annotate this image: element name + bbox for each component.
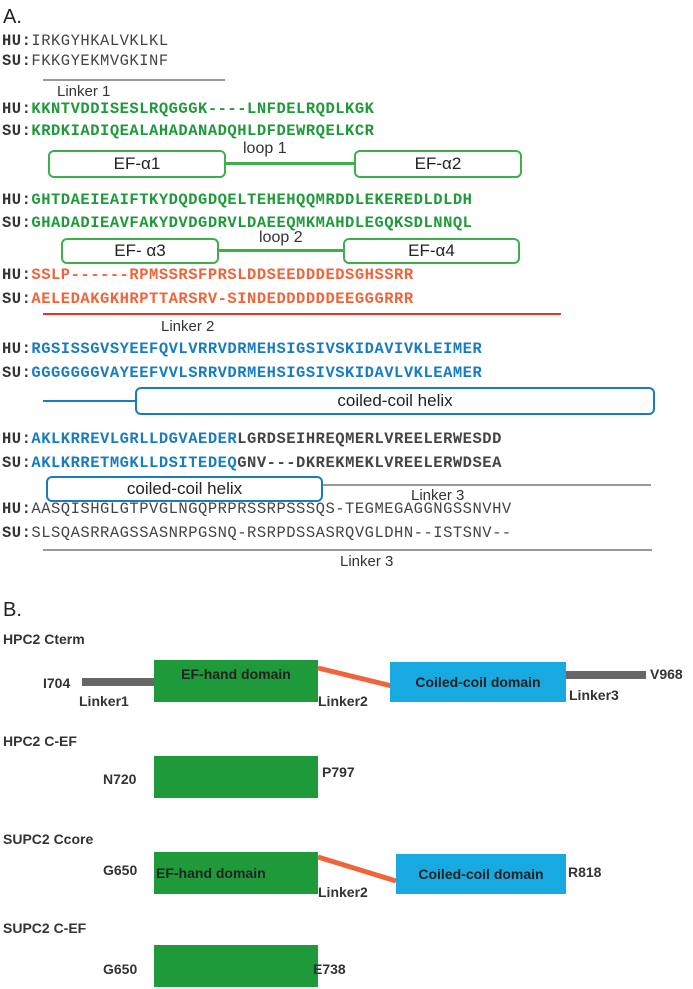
loop2-label: loop 2 [259, 229, 303, 246]
loop2-line [219, 249, 343, 252]
construct-start-label: G650 [103, 862, 138, 878]
seq-row-5-hu: HU:RGSISSGVSYEEFQVLVRRVDRMEHSIGSIVSKIDAV… [2, 340, 482, 358]
seq-text: KRDKIADIQEALAHADANADQHLDFDEWRQELKCR [31, 122, 375, 140]
seq-text: FKKGYEKMVGKINF [31, 52, 169, 70]
linker2-label: Linker 2 [161, 318, 215, 335]
ef-hand-domain: EF-hand domain [154, 660, 318, 702]
seq-text: AASQISHGLGTPVGLNGQPRPRSSRPSSSQS-TEGMEGAG… [31, 500, 512, 518]
coiled-coil-domain: Coiled-coil domain [396, 854, 566, 894]
linker1-bar-label: Linker1 [79, 693, 129, 709]
linker3-line-b [43, 549, 652, 551]
hu-tag: HU: [2, 500, 32, 518]
coiled-coil-domain: Coiled-coil domain [390, 662, 566, 702]
seq-row-7-hu: HU:AASQISHGLGTPVGLNGQPRPRSSRPSSSQS-TEGME… [2, 500, 512, 518]
seq-row-4-hu: HU:SSLP------RPMSSRSFPRSLDDSEEDDDEDSGHSS… [2, 266, 414, 284]
construct-title-hpc2-c-ef: HPC2 C-EF [3, 733, 77, 749]
hu-tag: HU: [2, 191, 32, 209]
ef-hand-domain [154, 945, 318, 987]
seq-text: GGGGGGGVAYEEFVVLSRRVDRMEHSIGSIVSKIDAVLVK… [31, 364, 483, 382]
seq-text-gray: GNV---DKREKMEKLVREELERWDSEA [237, 454, 502, 472]
seq-text: SSLP------RPMSSRSFPRSLDDSEEDDDEDSGHSSRR [31, 266, 414, 284]
linker3-label-a: Linker 3 [411, 487, 465, 504]
su-tag: SU: [2, 52, 32, 70]
ef-hand-domain-label: EF-hand domain [156, 865, 266, 881]
linker2-bar-label: Linker2 [318, 693, 368, 709]
construct-end-label: P797 [322, 764, 355, 780]
linker2-connector [317, 665, 393, 689]
seq-row-2-hu: HU:KKNTVDDISESLRQGGGK----LNFDELRQDLKGK [2, 100, 374, 118]
seq-text: AELEDAKGKHRPTTARSRV-SINDEDDDDDDEEGGGRRR [31, 290, 414, 308]
coiled-helix-box-2: coiled-coil helix [46, 476, 323, 502]
seq-text: GHADADIEAVFAKYDVDGDRVLDAEEQMKMAHDLEGQKSD… [31, 214, 473, 232]
linker3-bar [566, 671, 646, 679]
seq-row-5-su: SU:GGGGGGGVAYEEFVVLSRRVDRMEHSIGSIVSKIDAV… [2, 364, 482, 382]
coiled-coil-domain-label: Coiled-coil domain [418, 866, 544, 882]
ef-a2-box: EF-α2 [354, 150, 522, 178]
hu-tag: HU: [2, 430, 32, 448]
linker3-line-a [323, 484, 651, 486]
linker1-label: Linker 1 [57, 83, 111, 100]
loop1-line [226, 162, 354, 165]
coiled-coil-domain-label: Coiled-coil domain [415, 674, 541, 690]
su-tag: SU: [2, 122, 32, 140]
ef-hand-domain [154, 756, 318, 798]
seq-row-4-su: SU:AELEDAKGKHRPTTARSRV-SINDEDDDDDDEEGGGR… [2, 290, 414, 308]
seq-row-3-su: SU:GHADADIEAVFAKYDVDGDRVLDAEEQMKMAHDLEGQ… [2, 214, 472, 232]
seq-text: SLSQASRRAGSSASNRPGSNQ-RSRPDSSASRQVGLDHN-… [31, 524, 512, 542]
linker1-bar [82, 678, 154, 686]
construct-title-supc2-ccore: SUPC2 Ccore [3, 831, 94, 847]
linker1-line [43, 79, 225, 81]
ef-a3-box: EF- α3 [61, 238, 219, 264]
linker2-bar-label: Linker2 [318, 884, 368, 900]
linker3-bar-label: Linker3 [569, 687, 619, 703]
construct-title-hpc2-cterm: HPC2 Cterm [3, 631, 85, 647]
seq-text: GHTDAEIEAIFTKYDQDGDQELTEHEHQQMRDDLEKERED… [31, 191, 473, 209]
panel-a-label: A. [3, 6, 22, 28]
su-tag: SU: [2, 364, 32, 382]
coiled-helix-box-1: coiled-coil helix [135, 387, 655, 415]
construct-end-label: V968 [650, 666, 683, 682]
construct-start-label: G650 [103, 961, 138, 977]
su-tag: SU: [2, 454, 32, 472]
seq-row-7-su: SU:SLSQASRRAGSSASNRPGSNQ-RSRPDSSASRQVGLD… [2, 524, 512, 542]
seq-row-2-su: SU:KRDKIADIQEALAHADANADQHLDFDEWRQELKCR [2, 122, 374, 140]
seq-row-1-su: SU:FKKGYEKMVGKINF [2, 52, 169, 70]
linker2-line [43, 313, 561, 315]
hu-tag: HU: [2, 340, 32, 358]
hu-tag: HU: [2, 32, 32, 50]
seq-row-6-su: SU:AKLKRRETMGKLLDSITEDEQGNV---DKREKMEKLV… [2, 454, 502, 472]
coiled-pre-line [43, 400, 135, 402]
seq-row-3-hu: HU:GHTDAEIEAIFTKYDQDGDQELTEHEHQQMRDDLEKE… [2, 191, 472, 209]
hu-tag: HU: [2, 266, 32, 284]
construct-title-supc2-c-ef: SUPC2 C-EF [3, 920, 87, 936]
seq-row-1-hu: HU:IRKGYHKALVKLKL [2, 32, 169, 50]
ef-hand-domain-label: EF-hand domain [181, 666, 291, 682]
su-tag: SU: [2, 290, 32, 308]
linker3-label-b: Linker 3 [340, 553, 394, 570]
ef-a4-box: EF-α4 [343, 238, 520, 264]
construct-start-label: N720 [103, 771, 137, 787]
seq-text: IRKGYHKALVKLKL [31, 32, 169, 50]
construct-end-label: E738 [313, 961, 346, 977]
loop1-label: loop 1 [243, 140, 287, 157]
seq-text: RGSISSGVSYEEFQVLVRRVDRMEHSIGSIVSKIDAVIVK… [31, 340, 483, 358]
ef-hand-domain: EF-hand domain [154, 852, 318, 894]
su-tag: SU: [2, 214, 32, 232]
seq-row-6-hu: HU:AKLKRREVLGRLLDGVAEDERLGRDSEIHREQMERLV… [2, 430, 502, 448]
panel-b-label: B. [3, 599, 22, 621]
construct-start-label: I704 [43, 675, 71, 691]
su-tag: SU: [2, 524, 32, 542]
construct-end-label: R818 [568, 864, 602, 880]
linker2-connector [317, 854, 397, 884]
seq-text-blue: AKLKRREVLGRLLDGVAEDER [31, 430, 238, 448]
hu-tag: HU: [2, 100, 32, 118]
seq-text-blue: AKLKRRETMGKLLDSITEDEQ [31, 454, 238, 472]
seq-text-gray: LGRDSEIHREQMERLVREELERWESDD [237, 430, 502, 448]
seq-text: KKNTVDDISESLRQGGGK----LNFDELRQDLKGK [31, 100, 375, 118]
ef-a1-box: EF-α1 [48, 150, 226, 178]
